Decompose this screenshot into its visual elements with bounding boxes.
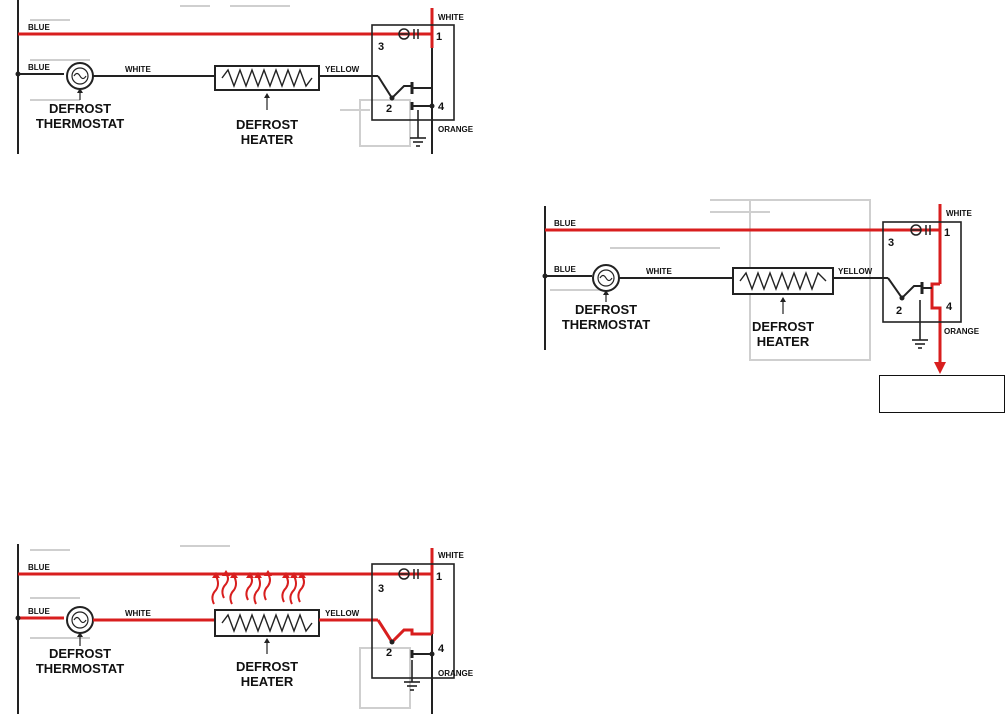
heater-label-1: DEFROST <box>236 117 298 132</box>
wire-label-blue-top: BLUE <box>28 23 50 32</box>
heater-label-1: DEFROST <box>236 659 298 674</box>
terminal-4: 4 <box>438 101 445 113</box>
wire-label-blue-top: BLUE <box>554 219 576 228</box>
thermostat-label-2: THERMOSTAT <box>562 317 650 332</box>
thermostat-label-2: THERMOSTAT <box>36 661 124 676</box>
wire-label-white: WHITE <box>646 267 672 276</box>
wire-label-orange: ORANGE <box>944 327 980 336</box>
timer-motor-symbol <box>398 568 419 580</box>
ground-icon <box>404 681 420 691</box>
schematic-panel-right: BLUE BLUE WHITE YELLOW WHITE ORANGE 3 1 … <box>520 190 1007 380</box>
terminal-2: 2 <box>896 305 902 317</box>
wire-label-orange: ORANGE <box>438 125 474 134</box>
defrost-circuit-diagram: BLUE BLUE WHITE YELLOW WHITE ORANGE 3 1 … <box>15 0 474 154</box>
defrost-timer-box <box>882 221 962 323</box>
thermostat-icon <box>66 606 94 634</box>
wire-label-orange: ORANGE <box>438 669 474 678</box>
wire-label-white: WHITE <box>125 609 151 618</box>
ground-icon <box>410 137 426 147</box>
ground-icon <box>912 339 928 349</box>
heater-coil-icon <box>214 65 320 91</box>
heater-label-2: HEATER <box>241 674 294 689</box>
wire-label-white-top: WHITE <box>438 13 464 22</box>
defrost-circuit-diagram: BLUE BLUE WHITE YELLOW WHITE ORANGE 3 1 … <box>15 544 474 714</box>
scan-background <box>30 5 411 147</box>
terminal-3: 3 <box>378 41 384 53</box>
terminal-3: 3 <box>888 237 894 249</box>
terminal-1: 1 <box>436 571 442 583</box>
defrost-circuit-diagram: BLUE BLUE WHITE YELLOW WHITE ORANGE 3 1 … <box>542 199 980 374</box>
thermostat-label-2: THERMOSTAT <box>36 116 124 131</box>
heater-coil-icon <box>732 267 834 295</box>
defrost-timer-box <box>371 24 455 121</box>
terminal-2: 2 <box>386 103 392 115</box>
timer-motor-symbol <box>910 224 931 236</box>
thermostat-label-1: DEFROST <box>49 646 111 661</box>
wire-label-blue: BLUE <box>554 265 576 274</box>
thermostat-label-1: DEFROST <box>575 302 637 317</box>
heater-label-2: HEATER <box>241 132 294 147</box>
wire-label-blue: BLUE <box>28 63 50 72</box>
thermostat-icon <box>66 62 94 90</box>
heater-label-1: DEFROST <box>752 319 814 334</box>
defrost-timer-box <box>371 563 455 679</box>
terminal-1: 1 <box>436 31 442 43</box>
current-flow-arrow-icon <box>934 362 946 374</box>
terminal-3: 3 <box>378 583 384 595</box>
thermostat-label-1: DEFROST <box>49 101 111 116</box>
terminal-4: 4 <box>946 301 953 313</box>
terminal-1: 1 <box>944 227 950 239</box>
wire-label-yellow: YELLOW <box>838 267 873 276</box>
schematic-panel-top-left: BLUE BLUE WHITE YELLOW WHITE ORANGE 3 1 … <box>0 0 480 160</box>
blank-callout-box <box>879 375 1005 413</box>
wire-label-yellow: YELLOW <box>325 609 360 618</box>
terminal-2: 2 <box>386 647 392 659</box>
wire-label-blue-top: BLUE <box>28 563 50 572</box>
wire-label-blue: BLUE <box>28 607 50 616</box>
timer-motor-symbol <box>398 28 419 40</box>
schematic-panel-bottom-left: BLUE BLUE WHITE YELLOW WHITE ORANGE 3 1 … <box>0 538 480 720</box>
heat-arrow-icon <box>211 573 305 605</box>
wire-label-white-top: WHITE <box>438 551 464 560</box>
wire-label-white: WHITE <box>125 65 151 74</box>
heater-coil-icon <box>214 609 320 637</box>
wire-label-yellow: YELLOW <box>325 65 360 74</box>
heat-arrow-heads <box>212 570 306 578</box>
wire-label-white-top: WHITE <box>946 209 972 218</box>
heater-label-2: HEATER <box>757 334 810 349</box>
thermostat-icon <box>592 264 620 292</box>
terminal-4: 4 <box>438 643 445 655</box>
